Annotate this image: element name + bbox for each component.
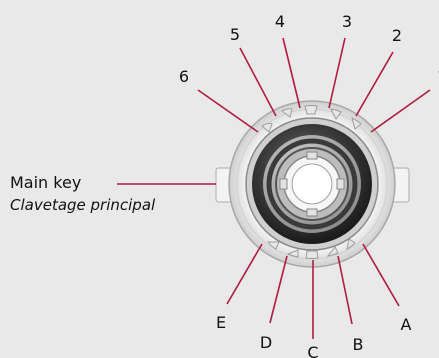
center-bore — [291, 163, 333, 205]
label-1: 1 — [437, 67, 439, 86]
top-teeth — [261, 105, 362, 133]
main-key-title: Main key — [10, 173, 81, 192]
leader-4 — [282, 37, 301, 109]
leader-2 — [355, 51, 394, 117]
leader-5 — [239, 47, 277, 117]
label-3: 3 — [342, 12, 352, 31]
label-2: 2 — [392, 26, 402, 45]
leader-3 — [328, 37, 346, 109]
leader-6 — [197, 89, 259, 133]
groove-ring — [266, 138, 358, 230]
leader-D — [269, 255, 288, 324]
leader-B — [337, 255, 353, 325]
label-4: 4 — [275, 12, 285, 31]
label-5: 5 — [230, 25, 240, 44]
label-C: C — [307, 343, 318, 358]
main-key-subtitle: Clavetage principal — [10, 196, 156, 214]
label-6: 6 — [179, 67, 189, 86]
label-E: E — [216, 313, 226, 332]
label-D: D — [260, 333, 272, 352]
insert-key-notches — [279, 151, 345, 217]
label-A: A — [401, 315, 412, 334]
leader-1 — [370, 89, 431, 133]
bottom-teeth — [266, 238, 356, 259]
bottom-leaders — [226, 243, 400, 339]
leader-A — [362, 243, 400, 307]
leader-E — [226, 243, 263, 305]
label-B: B — [353, 335, 364, 354]
top-leaders — [197, 37, 431, 133]
